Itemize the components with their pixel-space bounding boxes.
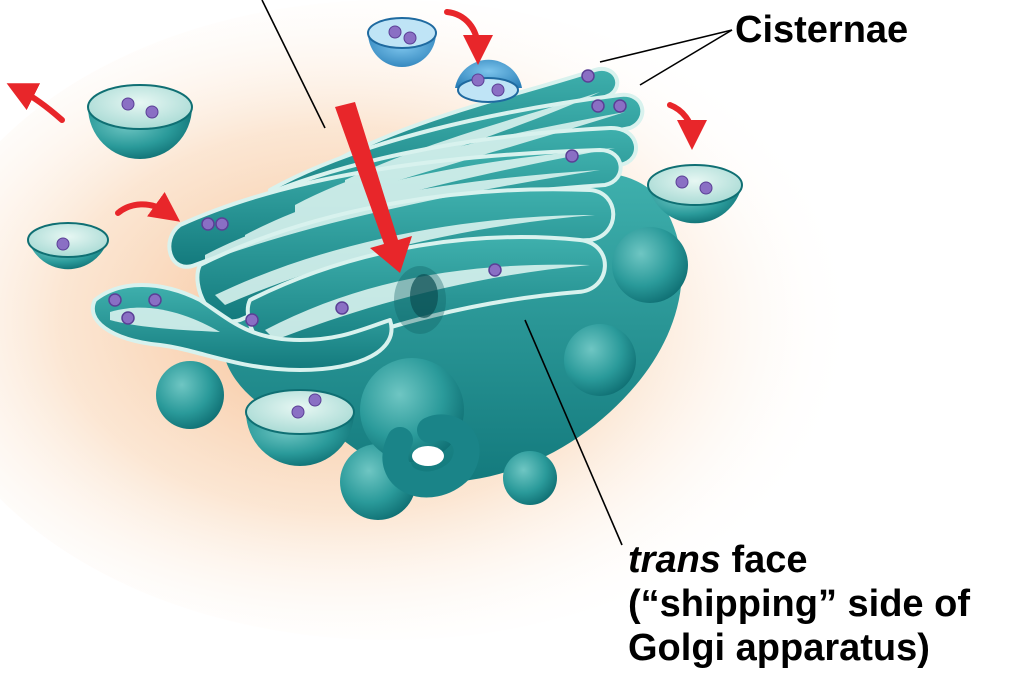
cisternae-label: Cisternae: [735, 8, 908, 52]
trans-face-line: trans face: [628, 538, 970, 582]
golgi-apparatus-line: Golgi apparatus): [628, 626, 970, 670]
vesicle-sphere: [156, 361, 224, 429]
face-word: face: [721, 539, 808, 581]
vesicle-sphere: [360, 358, 464, 462]
vesicle-sphere: [612, 227, 688, 303]
vesicle-sphere: [564, 324, 636, 396]
trans-word: trans: [628, 539, 721, 581]
vesicle-sphere: [503, 451, 557, 505]
shipping-side-line: (“shipping” side of: [628, 582, 970, 626]
trans-face-label: trans face (“shipping” side of Golgi app…: [628, 538, 970, 670]
